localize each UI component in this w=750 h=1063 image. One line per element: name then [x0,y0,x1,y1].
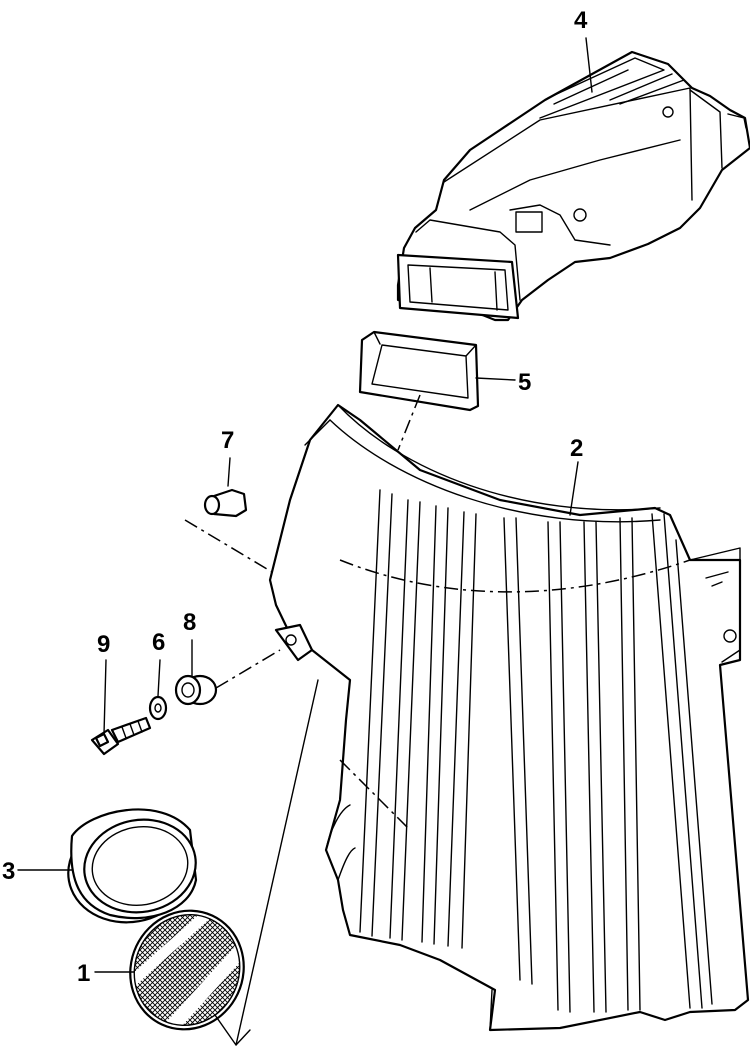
callout-9: 9 [97,631,110,658]
grommet-8-leader [215,649,281,689]
callout-4: 4 [574,7,588,34]
callout-labels: 4 5 2 7 8 6 9 3 1 [2,7,588,987]
callout-6: 6 [152,629,165,656]
fastener-7-leader [184,519,273,573]
rubber-sleeve [67,808,198,924]
bolt [90,716,152,756]
callout-5: 5 [518,369,531,396]
callout-1: 1 [77,960,90,987]
callout-8: 8 [183,609,196,636]
callout-2: 2 [570,435,583,462]
push-fastener [203,488,248,518]
callout-7: 7 [221,427,234,454]
upper-air-duct [396,50,750,322]
grommet [174,674,218,706]
main-housing [268,403,750,1032]
callout-3: 3 [2,858,15,885]
washer [148,695,168,721]
duct-seal [358,330,480,412]
leader-lines [17,37,593,1046]
